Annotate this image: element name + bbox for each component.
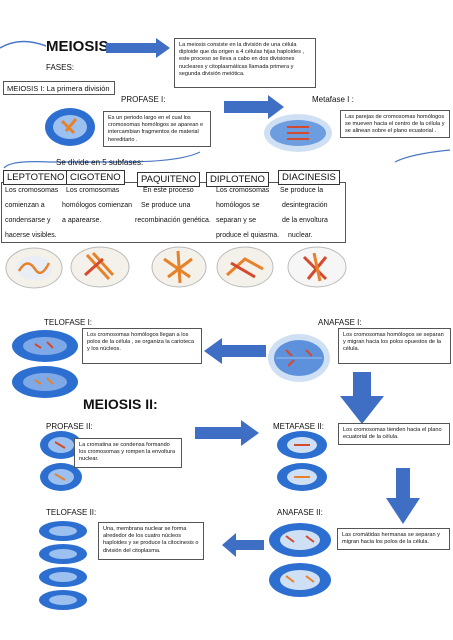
subfase-text-line: separan y se — [216, 217, 257, 224]
telofase2-cell-2-icon — [38, 543, 88, 570]
subfase-text-line: desintegración — [282, 202, 328, 209]
right-arrow-icon — [106, 38, 172, 63]
subfase-text-line: homólogos comienzan — [62, 202, 133, 209]
bracket-line-top — [0, 36, 48, 76]
right-arrow-icon — [195, 420, 261, 451]
profase2-cell-top-icon — [39, 430, 83, 465]
page-title: MEIOSIS — [46, 38, 109, 55]
profase1-text-box: Es un periodo largo en el cual los cromo… — [103, 111, 211, 147]
anafase1-label: ANAFASE I: — [318, 318, 362, 327]
subfase-text-line: Los cromosomas — [66, 187, 120, 194]
telofase2-cell-1-icon — [38, 520, 88, 547]
telofase2-text-box: Una, membrana nuclear se forma alrededor… — [98, 522, 204, 560]
left-arrow-icon — [222, 533, 264, 562]
subfase-text-line: Los cromosomas — [5, 187, 59, 194]
subfase-text-line: homólogos se — [216, 202, 260, 209]
subfase-leptoteno-title: LEPTOTENO — [3, 170, 69, 185]
metafase1-cell-icon — [263, 113, 333, 158]
subfase-paquiteno-title: PAQUITENO — [137, 172, 201, 187]
telofase1-label: TELOFASE I: — [44, 318, 93, 327]
subfase-text-line: nuclear. — [288, 232, 313, 239]
down-arrow-icon — [340, 372, 384, 429]
anafase2-cell-top-icon — [268, 522, 332, 563]
metafase2-text-box: Los cromosomas tienden hacia el plano ec… — [338, 423, 450, 445]
anafase2-cell-bottom-icon — [268, 562, 332, 603]
fases-label: FASES: — [46, 63, 75, 72]
profase1-label: PROFASE I: — [121, 95, 166, 104]
anafase1-cell-icon — [266, 332, 332, 389]
meiosis1-label: MEIOSIS I: La primera división — [3, 81, 115, 95]
subfase-text-line: Se produce la — [280, 187, 324, 194]
metafase1-text-box: Las parejas de cromosomas homólogos se m… — [340, 110, 450, 138]
metafase2-label: METAFASE II: — [273, 422, 324, 431]
cigoteno-cell-icon — [69, 245, 131, 294]
paquiteno-cell-icon — [150, 245, 208, 294]
subfase-text-line: Se produce una — [141, 202, 191, 209]
subfase-text-line: a aparearse. — [62, 217, 102, 224]
subfase-text-line: Los cromosomas — [216, 187, 270, 194]
metafase2-cell-top-icon — [276, 430, 328, 465]
subfase-text-line: recombinación genética. — [135, 217, 211, 224]
telofase2-cell-3-icon — [38, 566, 88, 593]
subfase-text-line: En este proceso — [143, 187, 194, 194]
bracket-line-mid — [0, 140, 453, 170]
metafase2-cell-bottom-icon — [276, 462, 328, 497]
leptoteno-cell-icon — [5, 247, 63, 294]
telofase1-cell-bottom-icon — [11, 364, 79, 405]
down-arrow-icon — [386, 468, 420, 529]
telofase2-cell-4-icon — [38, 589, 88, 616]
profase2-label: PROFASE II: — [46, 422, 93, 431]
diploteno-cell-icon — [215, 245, 275, 294]
anafase2-label: ANAFASE II: — [277, 508, 323, 517]
subfase-text-line: produce el quiasma. — [216, 232, 280, 239]
subfase-diacinesis-title: DIACINESIS — [278, 170, 340, 185]
subfases-label: Se divide en 5 subfases: — [56, 158, 144, 167]
intro-text-box: La meiosis consiste en la división de un… — [174, 38, 316, 88]
meiosis2-title: MEIOSIS II: — [83, 396, 158, 412]
profase2-cell-bottom-icon — [39, 462, 83, 497]
profase2-text-box: La cromatina se condensa formando los cr… — [74, 438, 182, 468]
anafase2-text-box: Las cromátidas hermanas se separan y mig… — [337, 528, 450, 550]
metafase1-label: Metafase I : — [312, 95, 354, 104]
subfase-text-line: de la envoltura — [282, 217, 328, 224]
profase1-cell-icon — [44, 107, 96, 152]
left-arrow-icon — [204, 338, 266, 369]
subfase-text-line: hacerse visibles. — [5, 232, 57, 239]
right-arrow-icon — [224, 95, 286, 124]
telofase1-text-box: Los cromosomas homólogos llegan a los po… — [82, 328, 202, 364]
subfases-box — [1, 182, 346, 243]
subfase-text-line: condensarse y — [5, 217, 51, 224]
telofase1-cell-top-icon — [11, 328, 79, 369]
subfase-text-line: comienzan a — [5, 202, 45, 209]
subfase-diploteno-title: DIPLOTENO — [206, 172, 269, 187]
subfase-cigoteno-title: CIGOTENO — [66, 170, 125, 185]
anafase1-text-box: Los cromosomas homólogos se separan y mi… — [338, 328, 451, 364]
diacinesis-cell-icon — [286, 245, 348, 294]
telofase2-label: TELOFASE II: — [46, 508, 97, 517]
